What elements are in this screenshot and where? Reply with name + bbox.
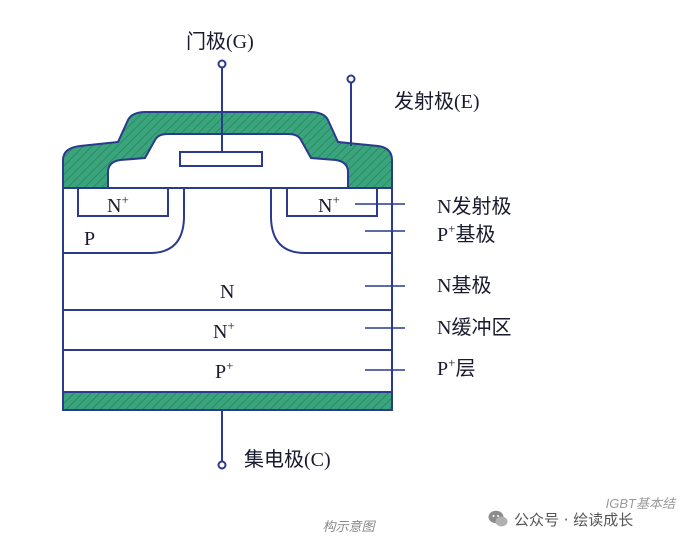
n-emitter-label: N发射极 bbox=[437, 195, 511, 218]
wechat-icon bbox=[488, 510, 508, 527]
watermark-account: 公众号 · 绘读成长 bbox=[514, 510, 634, 529]
p-plus-region-label: P+ bbox=[215, 358, 233, 383]
n-plus-right-region bbox=[286, 187, 378, 217]
n-buffer-label: N缓冲区 bbox=[437, 316, 511, 339]
collector-terminal bbox=[217, 460, 227, 470]
n-plus-left-region bbox=[77, 187, 169, 217]
collector-metal-layer bbox=[62, 391, 393, 411]
p-base-label: P+基极 bbox=[437, 221, 495, 246]
n-buffer-region-label: N+ bbox=[213, 318, 235, 343]
semiconductor-body bbox=[62, 187, 393, 393]
n-base-region-label: N bbox=[220, 281, 234, 303]
p-well-left-boundary bbox=[63, 188, 185, 254]
p-layer-label: P+层 bbox=[437, 355, 475, 380]
emitter-terminal bbox=[346, 74, 356, 84]
gate-terminal bbox=[217, 59, 227, 69]
emitter-label: 发射极(E) bbox=[394, 90, 480, 113]
watermark: 公众号 · 绘读成长 bbox=[487, 508, 633, 530]
p-well-label: P bbox=[84, 228, 95, 250]
watermark-title: IGBT基本结 bbox=[605, 496, 675, 511]
n-plus-left-label: N+ bbox=[107, 192, 129, 217]
p-well-right-boundary bbox=[270, 188, 392, 254]
gate-electrode bbox=[179, 151, 263, 167]
figure-caption: 构示意图 bbox=[322, 519, 375, 534]
gate-label: 门极(G) bbox=[186, 30, 254, 53]
n-base-label: N基极 bbox=[437, 274, 491, 297]
n-plus-right-label: N+ bbox=[318, 192, 340, 217]
collector-label: 集电极(C) bbox=[244, 448, 331, 471]
